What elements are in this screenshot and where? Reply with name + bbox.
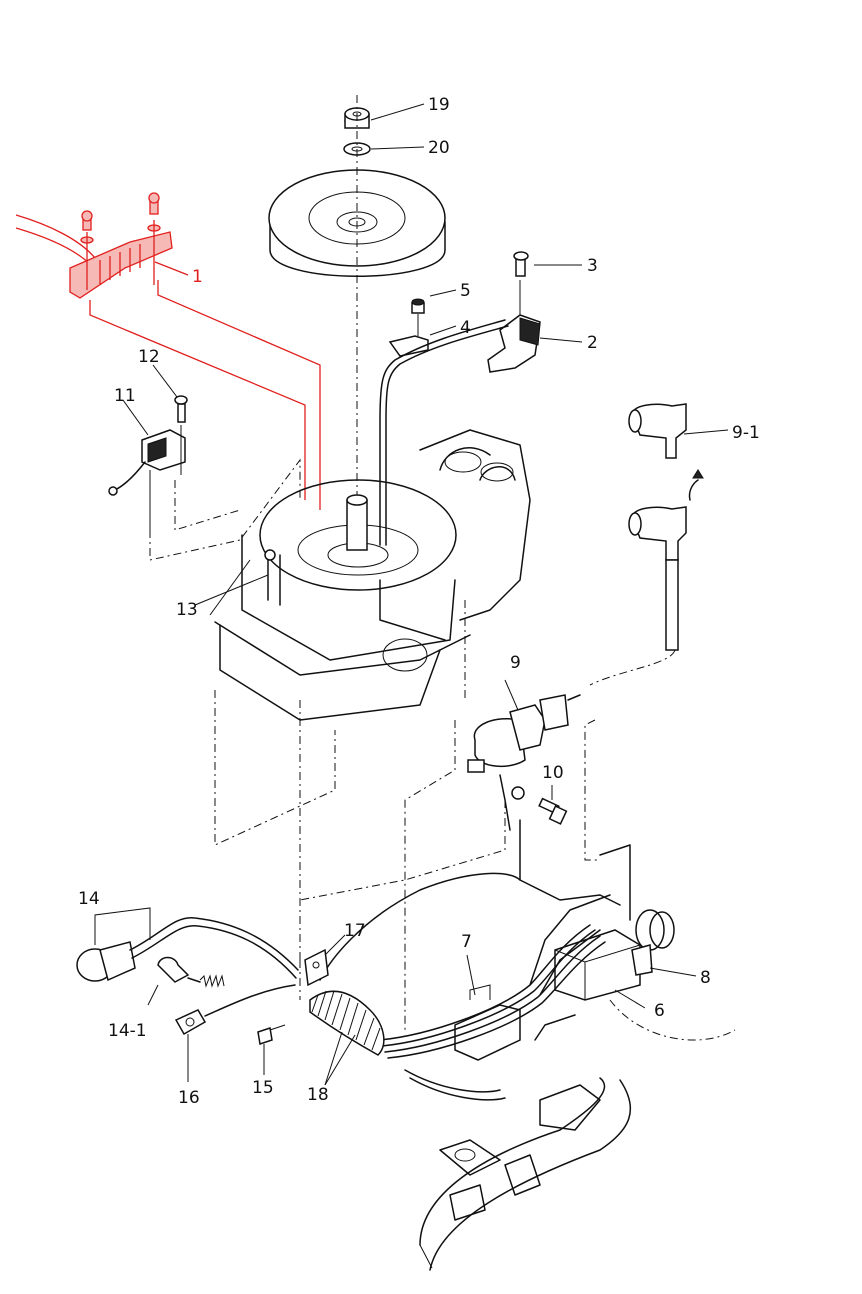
bottom-cowling xyxy=(419,1077,631,1271)
engine-block xyxy=(209,429,531,721)
cdi-unit-part xyxy=(519,819,697,1009)
screw-part xyxy=(538,785,568,825)
cable-clamp-part xyxy=(388,289,457,357)
stop-switch-part xyxy=(76,907,299,982)
label-part-11: 11 xyxy=(114,386,136,406)
label-part-17: 17 xyxy=(344,921,366,941)
neutral-switch-part xyxy=(174,984,296,1082)
label-part-5: 5 xyxy=(460,281,471,301)
label-part-3: 3 xyxy=(587,256,598,276)
arrow-icon xyxy=(688,469,704,501)
corrugated-tube-part xyxy=(309,990,385,1086)
label-part-15: 15 xyxy=(252,1078,274,1098)
label-part-1: 1 xyxy=(192,267,203,287)
label-part-9: 9 xyxy=(510,653,521,673)
pulser-coil-part xyxy=(487,251,583,373)
stop-switch-clip-part xyxy=(147,956,225,1006)
screw-small-part xyxy=(257,1024,286,1075)
label-part-14-1: 14-1 xyxy=(108,1021,147,1041)
label-part-20: 20 xyxy=(428,138,450,158)
spark-plug-cap-part xyxy=(628,403,729,459)
wire-harness xyxy=(319,872,611,1101)
flywheel-part xyxy=(268,169,446,277)
label-part-6: 6 xyxy=(654,1001,665,1021)
label-part-2: 2 xyxy=(587,333,598,353)
label-part-4: 4 xyxy=(460,318,471,338)
harness-clamp-part xyxy=(304,934,346,987)
label-part-16: 16 xyxy=(178,1088,200,1108)
exciter-part xyxy=(108,364,188,530)
label-part-8: 8 xyxy=(700,968,711,988)
charge-coil-part-highlighted xyxy=(15,192,321,510)
label-part-7: 7 xyxy=(461,932,472,952)
label-part-13: 13 xyxy=(176,600,198,620)
label-part-14: 14 xyxy=(78,889,100,909)
spark-plug-cap-installed xyxy=(628,506,687,651)
label-part-12: 12 xyxy=(138,347,160,367)
bracket-part xyxy=(454,954,521,1061)
ignition-coil-part xyxy=(467,679,581,831)
label-part-9-1: 9-1 xyxy=(732,423,760,443)
label-part-18: 18 xyxy=(307,1085,329,1105)
label-part-19: 19 xyxy=(428,95,450,115)
label-part-10: 10 xyxy=(542,763,564,783)
